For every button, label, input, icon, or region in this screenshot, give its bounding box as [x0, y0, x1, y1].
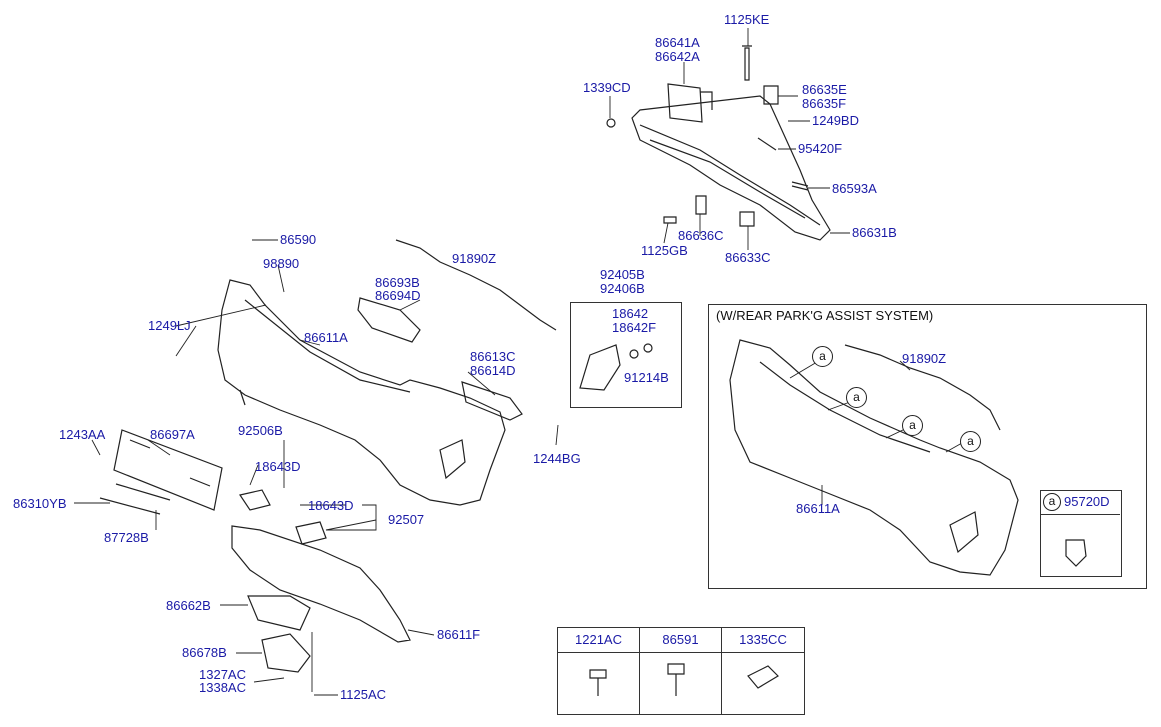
table-cell-screw [640, 652, 722, 714]
table-header-1335cc: 1335CC [722, 628, 804, 653]
inset-park-assist [708, 304, 1147, 589]
sensor-clip [1065, 539, 1087, 567]
label-1125ac: 1125AC [340, 687, 387, 702]
license-holder [113, 429, 223, 511]
label-95420f: 95420F [798, 141, 843, 156]
label-18642: 18642 [612, 306, 649, 321]
label-92507: 92507 [388, 512, 425, 527]
label-92506b: 92506B [238, 423, 283, 438]
legend-part-95720d: 95720D [1064, 494, 1110, 509]
label-1244bg: 1244BG [533, 451, 581, 466]
callout-a: a [960, 431, 981, 452]
label-86662b: 86662B [166, 598, 211, 613]
table-header-86591: 86591 [640, 628, 722, 653]
label-86694d: 86694D [375, 288, 421, 303]
garnish-strip [99, 483, 171, 515]
label-86614d: 86614D [470, 363, 516, 378]
bracket-86678b [261, 633, 311, 673]
label-1125gb: 1125GB [641, 243, 688, 258]
inset-leaders [789, 360, 963, 505]
label-86613c: 86613C [470, 349, 516, 364]
label-18643d-mid: 18643D [308, 498, 354, 513]
bumper-cover-main [217, 279, 506, 506]
label-91214b: 91214B [624, 370, 669, 385]
table-cell-screw [558, 652, 640, 714]
spring-86593a [791, 181, 809, 191]
callout-a: a [846, 387, 867, 408]
lamp-92506b [239, 489, 271, 511]
label-98890: 98890 [263, 256, 300, 271]
label-1243aa: 1243AA [59, 427, 106, 442]
legend-callout-a: a [1043, 493, 1061, 511]
legend-box [1040, 490, 1122, 577]
clip-1335cc [747, 665, 779, 689]
bracket-86662b [247, 595, 311, 631]
callout-a: a [902, 415, 923, 436]
reflector-group-box [570, 302, 682, 408]
label-86635f: 86635F [802, 96, 847, 111]
rod-95420f [757, 137, 777, 151]
label-92405b: 92405B [600, 267, 645, 282]
inset-bumper [729, 339, 1019, 576]
label-86593a: 86593A [832, 181, 877, 196]
label-1249lj: 1249LJ [148, 318, 191, 333]
label-86697a: 86697A [150, 427, 195, 442]
nut-1339cd [606, 118, 616, 128]
label-1125ke: 1125KE [724, 12, 770, 27]
label-91890z: 91890Z [452, 251, 497, 266]
bracket-86641a [667, 83, 713, 123]
callout-a: a [812, 346, 833, 367]
bolt-1125ke [742, 45, 752, 81]
clip-86633c [739, 211, 755, 227]
leader-lines [74, 28, 850, 696]
table-header-1221ac: 1221AC [558, 628, 640, 653]
bracket-86613c [461, 381, 523, 421]
label-86310yb: 86310YB [13, 496, 67, 511]
bumper-beam [631, 95, 831, 241]
legend-header [1040, 490, 1120, 515]
label-86590: 86590 [280, 232, 317, 247]
label-86611a: 86611A [304, 330, 348, 345]
label-86641a: 86641A [655, 35, 700, 50]
fastener-table: 1221AC 86591 1335CC [557, 627, 805, 715]
clip-86636c [695, 195, 707, 215]
lower-cover [231, 525, 411, 643]
label-18642f: 18642F [612, 320, 657, 335]
label-87728b: 87728B [104, 530, 149, 545]
label-18643d-top: 18643D [255, 459, 301, 474]
label-92406b: 92406B [600, 281, 645, 296]
label-1339cd: 1339CD [583, 80, 631, 95]
label-86636c: 86636C [678, 228, 724, 243]
inset-label-86611a: 86611A [796, 501, 840, 516]
label-86678b: 86678B [182, 645, 227, 660]
label-86633c: 86633C [725, 250, 771, 265]
reflector-92405b [579, 344, 621, 391]
label-86642a: 86642A [655, 49, 700, 64]
lamp-92507 [295, 521, 327, 545]
label-86611f: 86611F [437, 627, 481, 642]
label-86693b: 86693B [375, 275, 420, 290]
screw-86591 [667, 663, 685, 696]
wiring-harness-main [395, 239, 557, 331]
label-1327ac: 1327AC [199, 667, 246, 682]
bolt-1125gb [663, 216, 677, 224]
label-86635e: 86635E [802, 82, 847, 97]
label-1249bd: 1249BD [812, 113, 859, 128]
inset-title: (W/REAR PARK'G ASSIST SYSTEM) [716, 308, 934, 323]
clip-86635e [763, 85, 779, 105]
label-1338ac: 1338AC [199, 680, 246, 695]
label-86631b: 86631B [852, 225, 897, 240]
screw-1221ac [589, 669, 607, 696]
table-cell-clip [722, 652, 804, 714]
inset-label-91890z: 91890Z [902, 351, 947, 366]
